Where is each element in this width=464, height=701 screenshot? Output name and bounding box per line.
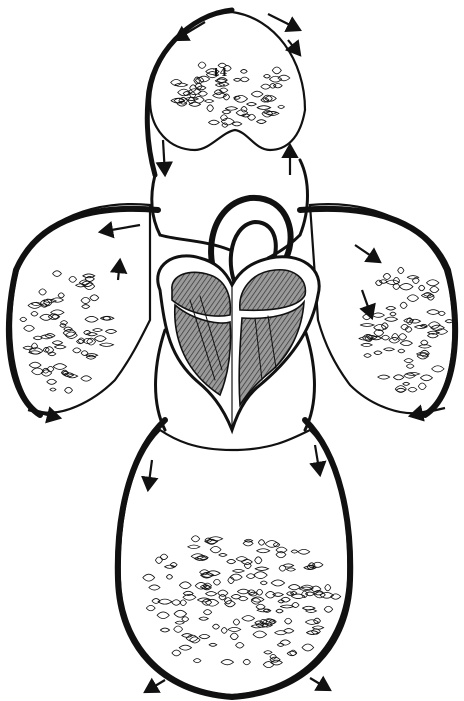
flow-arrow <box>268 14 300 30</box>
flow-arrow <box>145 680 165 692</box>
flow-arrow <box>310 678 330 690</box>
flow-arrow <box>163 140 165 175</box>
heart <box>158 256 319 430</box>
figure-number: 14 <box>212 66 228 79</box>
left-capillary-lobe <box>9 204 158 415</box>
upper-capillary-lobe <box>147 10 305 175</box>
